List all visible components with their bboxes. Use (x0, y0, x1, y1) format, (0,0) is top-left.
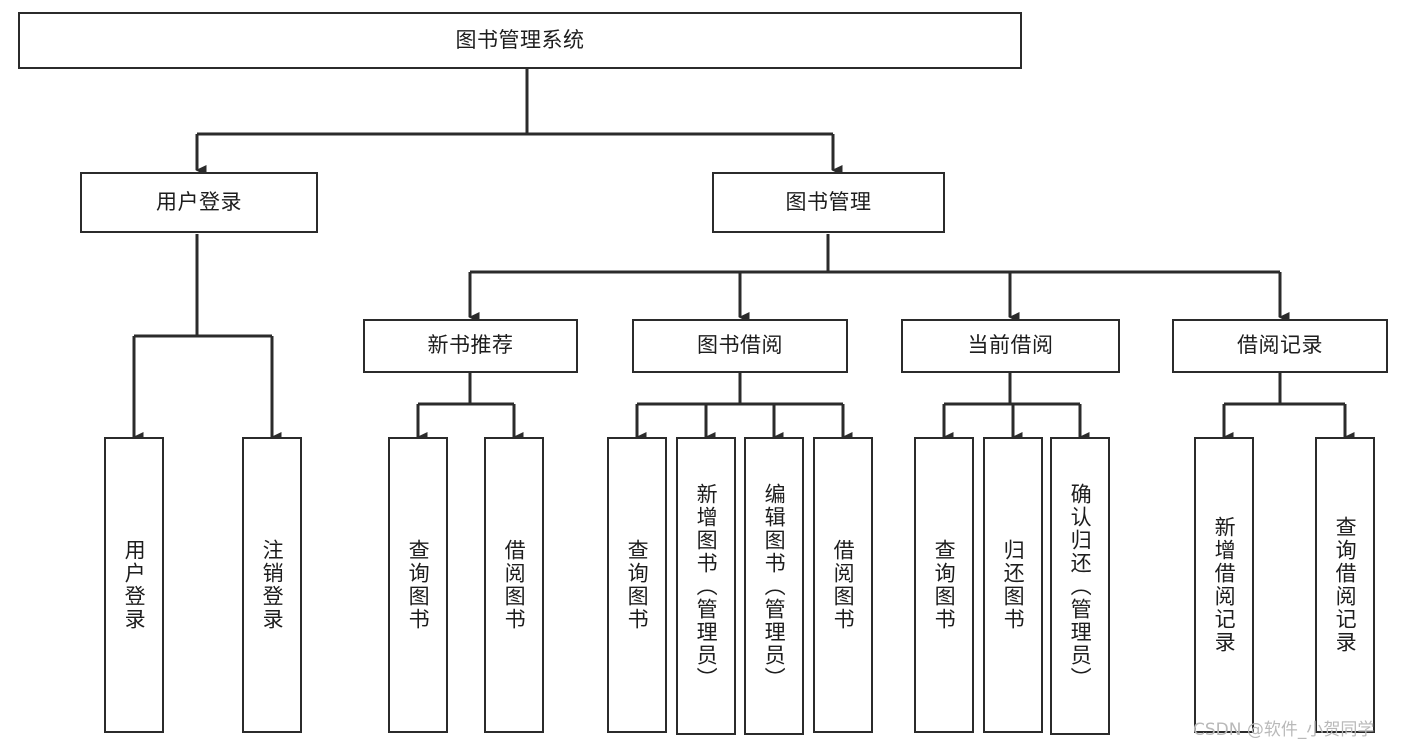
leaf-add-record[interactable]: 新增借阅记录 (1194, 437, 1254, 733)
leaf-user-login-label: 用户登录 (122, 539, 147, 631)
leaf-edit-book[interactable]: 编辑图书（管理员） (744, 437, 804, 735)
leaf-query-book-1[interactable]: 查询图书 (388, 437, 448, 733)
node-new-book-recommend[interactable]: 新书推荐 (363, 319, 578, 373)
node-book-borrow-label: 图书借阅 (697, 333, 783, 358)
leaf-query-book-2[interactable]: 查询图书 (607, 437, 667, 733)
node-user-login-label: 用户登录 (156, 189, 242, 214)
leaf-add-book[interactable]: 新增图书（管理员） (676, 437, 736, 735)
leaf-return-book[interactable]: 归还图书 (983, 437, 1043, 733)
leaf-query-book-3-label: 查询图书 (932, 539, 957, 631)
node-book-manage-label: 图书管理 (785, 189, 872, 214)
watermark: CSDN @软件_小贺同学 (1193, 720, 1375, 740)
node-root-label: 图书管理系统 (455, 27, 585, 52)
leaf-edit-book-label: 编辑图书（管理员） (762, 482, 787, 690)
leaf-add-book-label: 新增图书（管理员） (694, 482, 719, 690)
node-borrow-record[interactable]: 借阅记录 (1172, 319, 1388, 373)
leaf-logout-login-label: 注销登录 (260, 539, 285, 631)
node-current-borrow[interactable]: 当前借阅 (901, 319, 1120, 373)
leaf-borrow-book-2[interactable]: 借阅图书 (813, 437, 873, 733)
leaf-query-record[interactable]: 查询借阅记录 (1315, 437, 1375, 733)
node-book-borrow[interactable]: 图书借阅 (632, 319, 848, 373)
leaf-user-login[interactable]: 用户登录 (104, 437, 164, 733)
leaf-logout-login[interactable]: 注销登录 (242, 437, 302, 733)
node-current-borrow-label: 当前借阅 (967, 333, 1054, 358)
leaf-borrow-book-1[interactable]: 借阅图书 (484, 437, 544, 733)
leaf-query-book-1-label: 查询图书 (406, 539, 431, 631)
leaf-borrow-book-2-label: 借阅图书 (831, 539, 856, 631)
leaf-return-book-label: 归还图书 (1001, 539, 1026, 631)
node-book-manage[interactable]: 图书管理 (712, 172, 945, 233)
leaf-query-record-label: 查询借阅记录 (1333, 516, 1358, 654)
leaf-confirm-return[interactable]: 确认归还（管理员） (1050, 437, 1110, 735)
node-user-login[interactable]: 用户登录 (80, 172, 318, 233)
leaf-add-record-label: 新增借阅记录 (1212, 516, 1237, 654)
node-root[interactable]: 图书管理系统 (18, 12, 1022, 69)
node-new-book-recommend-label: 新书推荐 (427, 333, 514, 358)
leaf-query-book-3[interactable]: 查询图书 (914, 437, 974, 733)
node-borrow-record-label: 借阅记录 (1237, 333, 1323, 358)
leaf-query-book-2-label: 查询图书 (625, 539, 650, 631)
leaf-borrow-book-1-label: 借阅图书 (502, 539, 527, 631)
leaf-confirm-return-label: 确认归还（管理员） (1068, 482, 1093, 690)
